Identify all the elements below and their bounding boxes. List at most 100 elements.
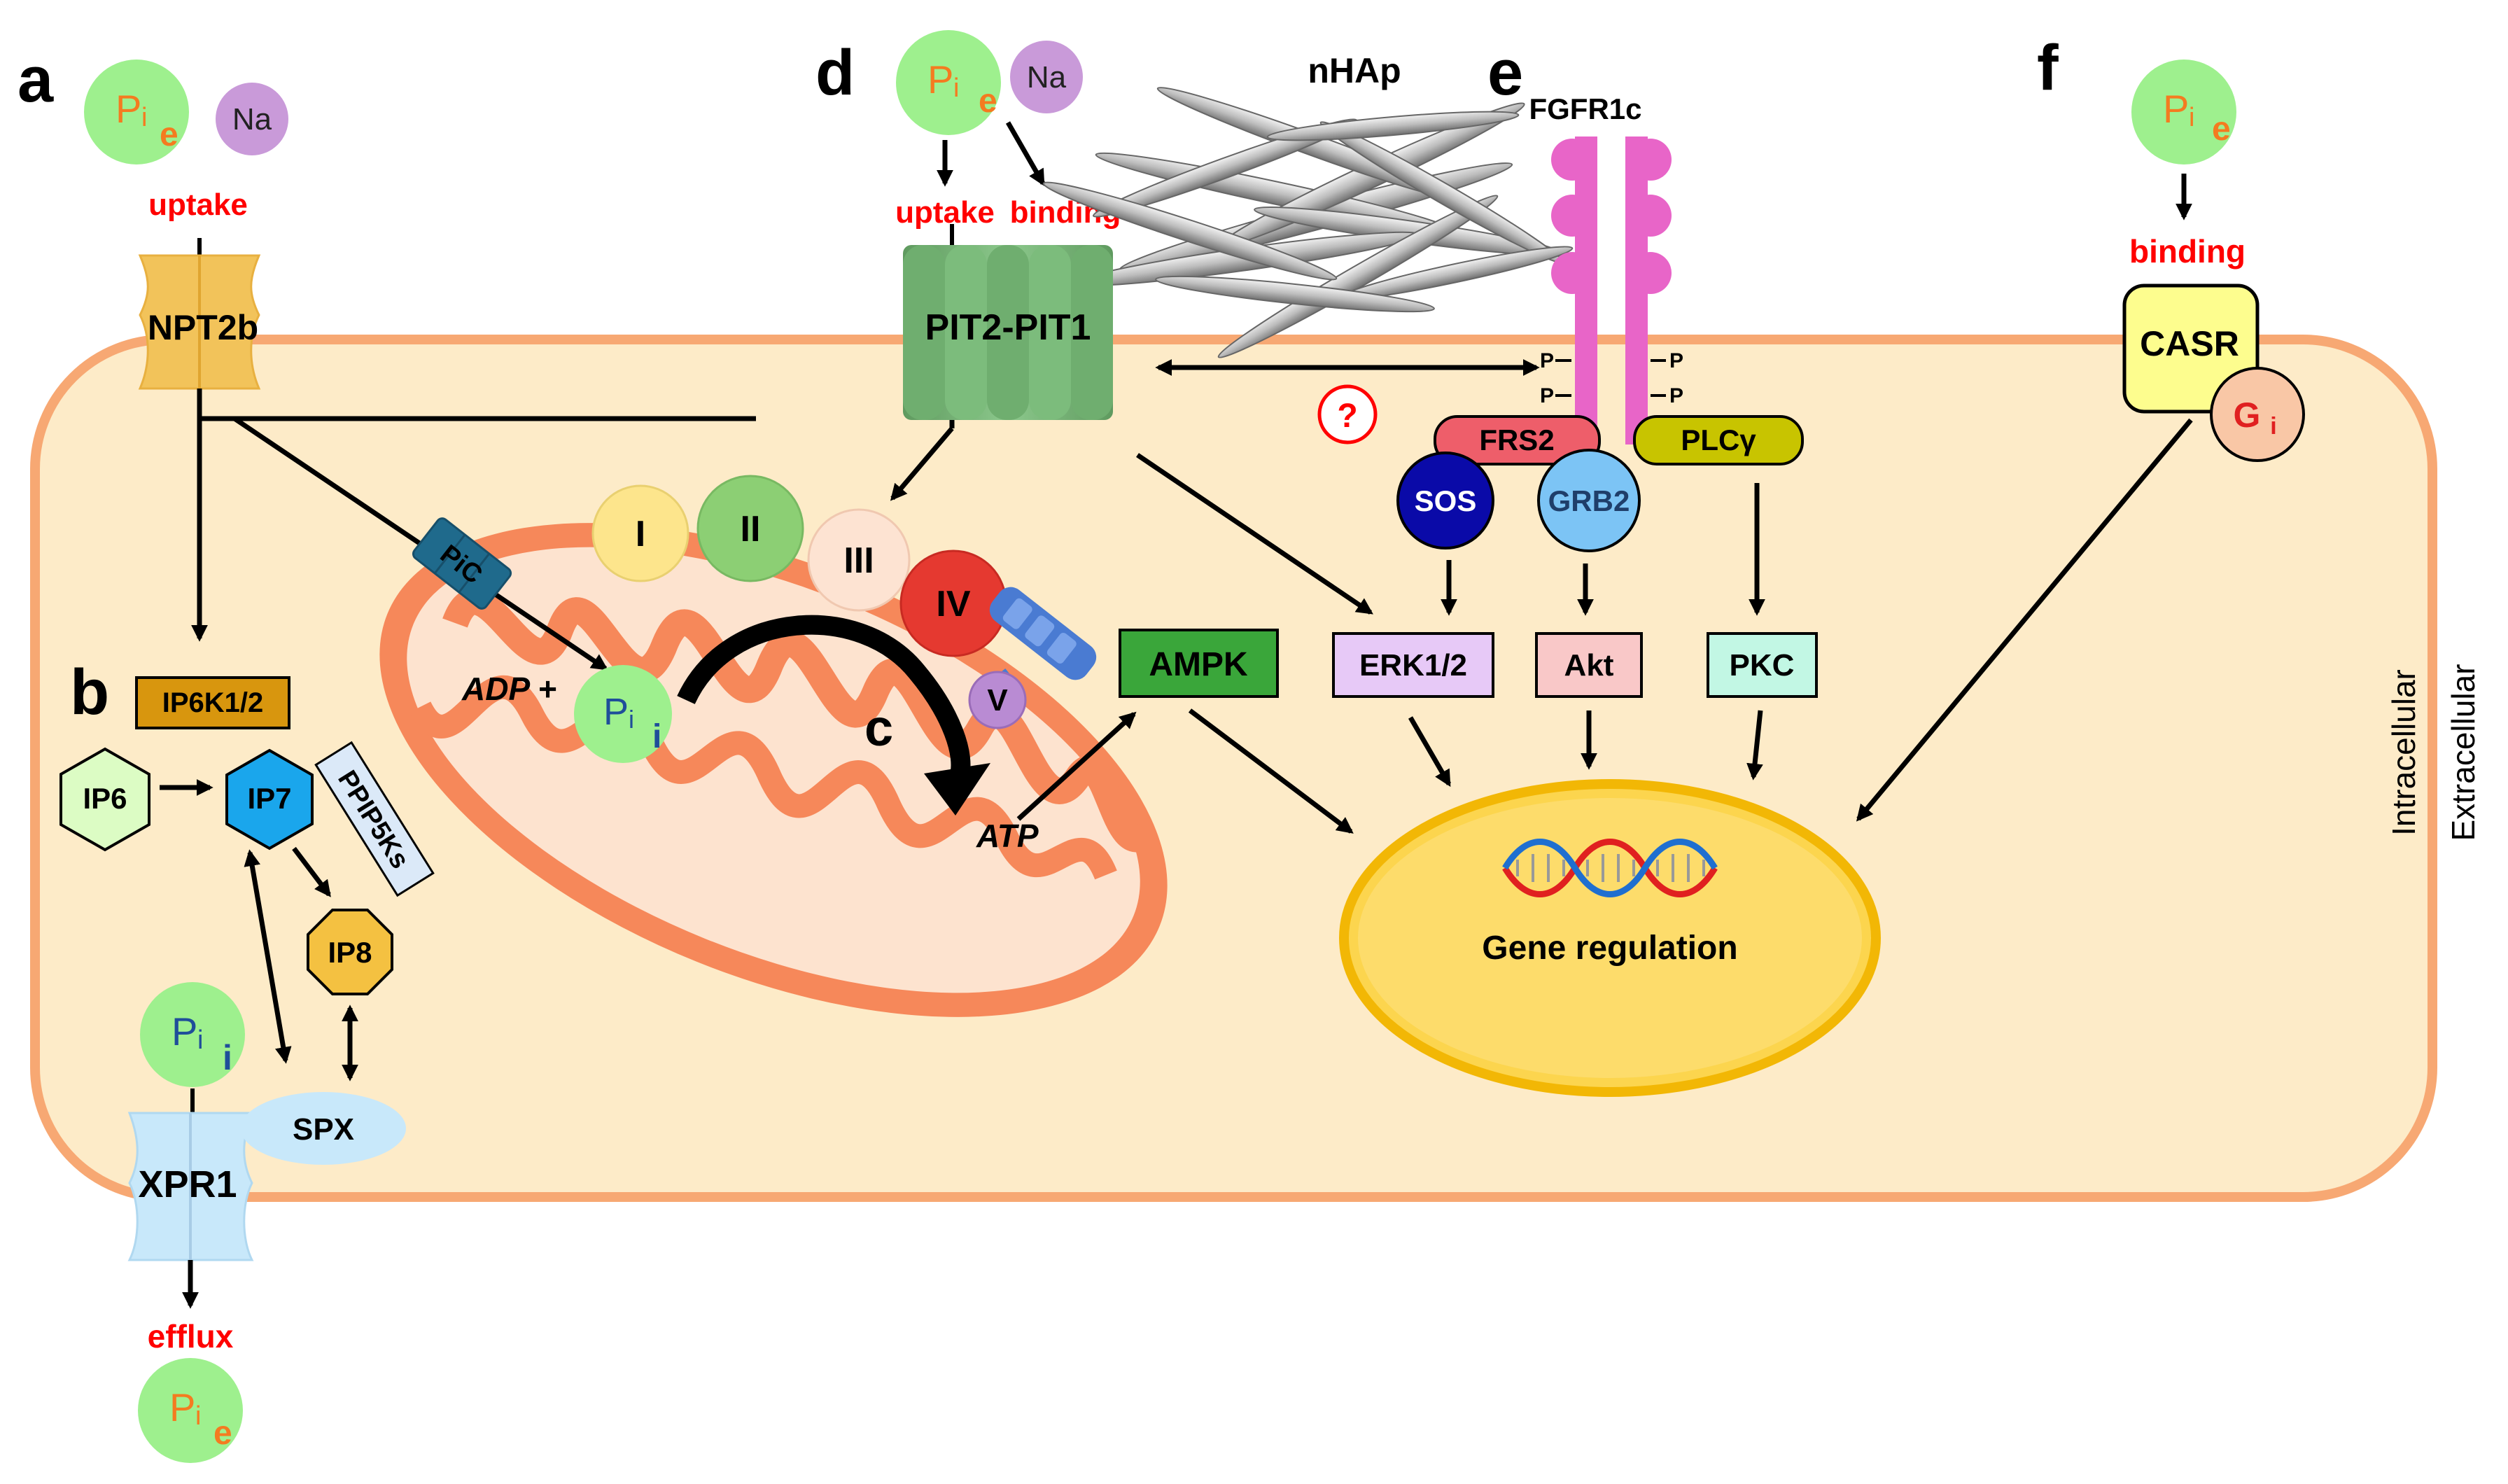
complex-iii: III (807, 508, 911, 612)
efflux-label: efflux (148, 1318, 234, 1354)
uptake-label-a: uptake (148, 188, 248, 222)
panel-e-label: e (1487, 37, 1523, 108)
ip7-hexagon: IP7 (225, 748, 314, 850)
svg-text:P: P (1540, 384, 1554, 407)
svg-text:e: e (2212, 111, 2231, 148)
svg-text:P: P (1669, 384, 1683, 407)
npt2b-label: NPT2b (148, 308, 258, 347)
pic-carrier: PiC (412, 517, 512, 610)
pi-intracellular-b: P i i (140, 982, 245, 1087)
cell-membrane (30, 335, 2437, 1202)
panel-f-label: f (2037, 32, 2059, 104)
extracellular-label: Extracellular (2445, 664, 2481, 841)
spx-domain: SPX (241, 1092, 406, 1165)
complex-i: I (591, 484, 689, 582)
na-ion-d: Na (1010, 41, 1083, 113)
svg-text:III: III (843, 540, 874, 581)
svg-text:SPX: SPX (293, 1112, 354, 1147)
svg-text:i: i (2270, 413, 2276, 440)
frs2-box: FRS2 (1434, 415, 1601, 465)
grb2-circle: GRB2 (1537, 449, 1641, 552)
npt2b-transporter (138, 254, 261, 390)
svg-text:PKC: PKC (1730, 648, 1795, 682)
svg-text:i: i (629, 705, 634, 734)
svg-text:P: P (927, 57, 953, 102)
unknown-interaction-icon: ? (1317, 384, 1378, 444)
svg-text:Akt: Akt (1564, 648, 1614, 682)
gene-regulation-label: Gene regulation (1482, 930, 1737, 967)
panel-d-label: d (815, 37, 855, 108)
panel-a-label: a (17, 44, 54, 115)
complex-iv: IV (899, 550, 1007, 657)
svg-text:e: e (160, 116, 178, 153)
pi-extracellular-d: P i e (896, 30, 1001, 135)
svg-text:IP6K1/2: IP6K1/2 (162, 687, 264, 718)
sos-circle: SOS (1396, 451, 1494, 550)
na-ion-a: Na (216, 83, 288, 155)
pi-extracellular-a: P i e (84, 59, 189, 164)
svg-text:Na: Na (1027, 60, 1067, 94)
svg-text:II: II (741, 509, 761, 550)
svg-text:IP6: IP6 (83, 782, 127, 815)
gi-protein: G i (2210, 367, 2305, 462)
complex-ii: II (696, 475, 804, 582)
svg-text:i: i (141, 103, 147, 132)
pi-extracellular-efflux: P i e (138, 1358, 243, 1463)
svg-text:IP7: IP7 (247, 782, 291, 815)
ip6k-box: IP6K1/2 (135, 676, 290, 729)
atp-synthesis-arrow (677, 615, 990, 816)
svg-text:FRS2: FRS2 (1479, 424, 1554, 456)
pit2-pit1-transporter (903, 245, 1113, 420)
svg-text:P: P (1540, 349, 1554, 372)
panel-b-label: b (70, 657, 109, 728)
casr-receptor: CASR (2122, 284, 2260, 414)
phosphorylation-sites: P P P P (1540, 349, 1683, 407)
svg-text:i: i (652, 718, 661, 755)
binding-label-f: binding (2129, 233, 2246, 270)
adp-label: ADP + (461, 671, 556, 707)
ip8-octagon: IP8 (307, 909, 393, 995)
svg-text:P: P (115, 87, 141, 131)
erk-box: ERK1/2 (1332, 632, 1494, 698)
svg-text:IP8: IP8 (328, 936, 372, 969)
ip6-hexagon: IP6 (59, 747, 150, 852)
svg-text:P: P (1669, 349, 1683, 372)
nucleus (1339, 779, 1881, 1097)
svg-text:I: I (636, 514, 645, 554)
nhap-label: nHAp (1308, 51, 1401, 90)
svg-text:PLCγ: PLCγ (1681, 424, 1756, 456)
nhap-nanocrystals (1042, 87, 1574, 358)
svg-text:P: P (169, 1385, 195, 1429)
svg-text:?: ? (1337, 398, 1357, 435)
xpr1-label: XPR1 (138, 1163, 237, 1205)
atp-label: ATP (976, 818, 1039, 854)
plcg-box: PLCγ (1633, 415, 1804, 465)
svg-text:i: i (195, 1401, 201, 1431)
svg-text:ERK1/2: ERK1/2 (1359, 648, 1467, 682)
svg-text:SOS: SOS (1415, 484, 1477, 517)
pi-mito: P i i (574, 665, 672, 763)
pit2-pit1-label: PIT2-PIT1 (925, 307, 1091, 348)
svg-text:P: P (171, 1009, 197, 1054)
svg-text:V: V (987, 683, 1008, 718)
svg-text:i: i (953, 74, 959, 103)
uptake-label-d: uptake (895, 195, 995, 230)
svg-text:P: P (2163, 87, 2189, 131)
svg-text:IV: IV (936, 584, 970, 624)
pi-extracellular-f: P i e (2131, 59, 2236, 164)
dna-icon (1502, 839, 1718, 897)
svg-text:P: P (603, 691, 629, 733)
pkc-box: PKC (1707, 632, 1818, 698)
svg-text:i: i (197, 1026, 203, 1055)
svg-text:i: i (223, 1038, 232, 1077)
intracellular-label: Intracellular (2386, 669, 2422, 836)
svg-text:CASR: CASR (2140, 324, 2239, 363)
svg-text:Na: Na (232, 102, 272, 136)
svg-text:AMPK: AMPK (1149, 646, 1248, 683)
fgfr1c-label: FGFR1c (1529, 92, 1641, 125)
svg-text:GRB2: GRB2 (1548, 484, 1630, 517)
complex-v-atp-synthase: V (968, 587, 1097, 729)
svg-text:e: e (213, 1415, 232, 1452)
akt-box: Akt (1535, 632, 1643, 698)
